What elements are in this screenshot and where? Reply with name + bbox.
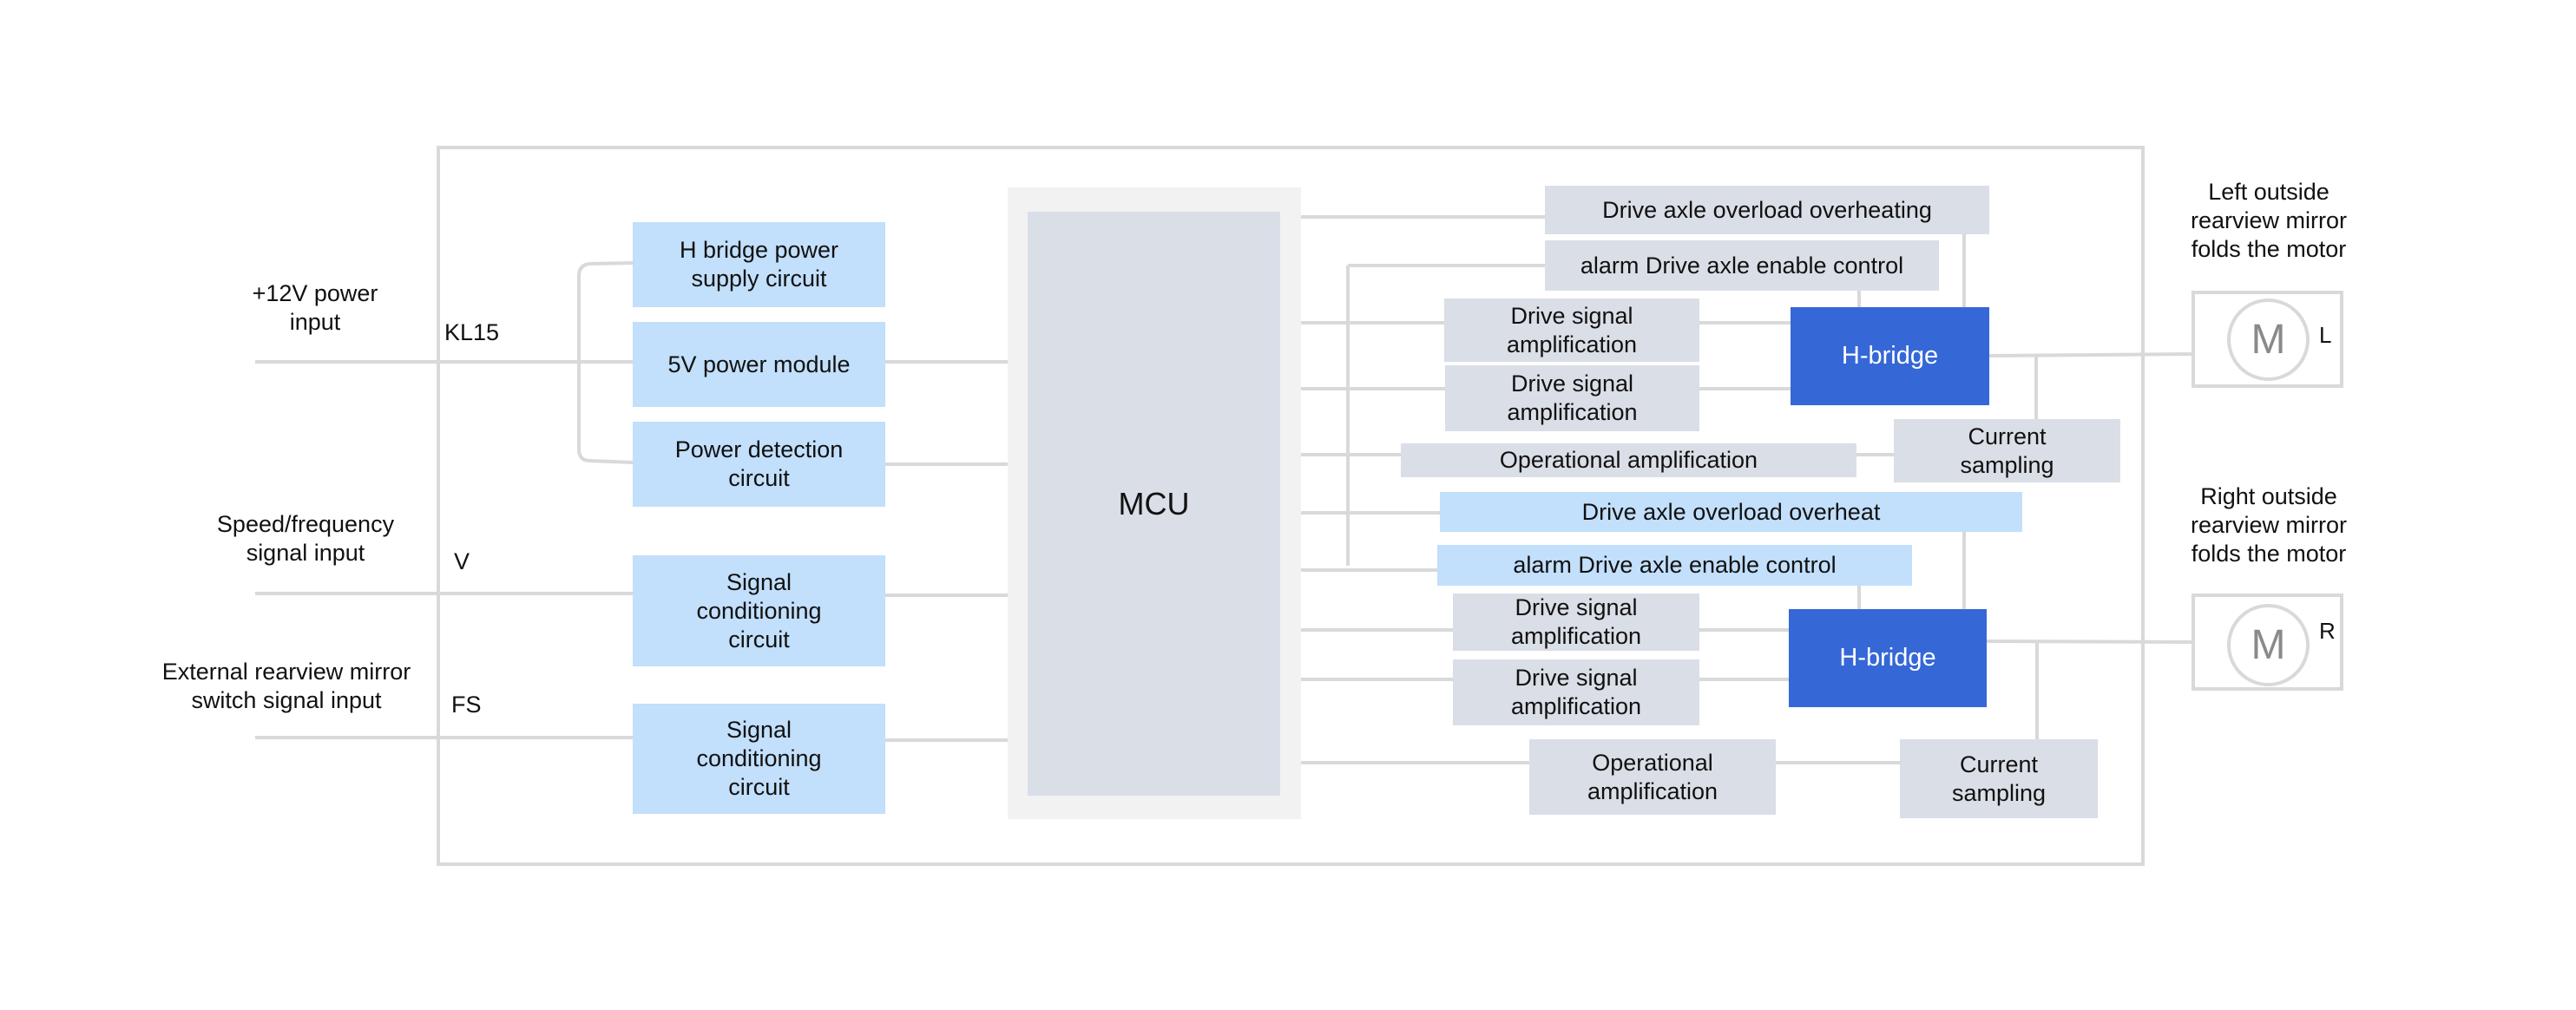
drive-amp-block-left-1: Drive signal amplification [1444, 298, 1699, 362]
power-bracket [577, 261, 634, 464]
motor-right: M R [2192, 594, 2343, 691]
drive-amp-block-right-2: Drive signal amplification [1453, 659, 1699, 725]
opamp-block-left: Operational amplification [1401, 443, 1856, 477]
pin-label-fs: FS [451, 692, 482, 718]
signal-conditioning-block-speed: Signal conditioning circuit [633, 555, 885, 666]
overload-overheat-block-right: Drive axle overload overheat [1440, 492, 2022, 532]
motor-title-right: Right outside rearview mirror folds the … [2190, 483, 2348, 567]
drive-amp-block-left-2: Drive signal amplification [1445, 365, 1699, 431]
motor-side-label-right: R [2319, 618, 2336, 644]
pin-label-v: V [454, 548, 470, 574]
motor-left: M L [2192, 291, 2343, 388]
signal-conditioning-block-switch: Signal conditioning circuit [633, 704, 885, 814]
5v-power-module-block: 5V power module [633, 322, 885, 407]
input-label-12v: +12V power input [252, 280, 378, 335]
controller-boundary [437, 146, 2145, 866]
overload-overheating-block-left: Drive axle overload overheating [1545, 186, 1989, 234]
motor-side-label-left: L [2319, 322, 2332, 348]
hbridge-power-supply-block: H bridge power supply circuit [633, 222, 885, 307]
wire-hb1-motor [1988, 352, 2192, 357]
motor-icon: M [2227, 604, 2310, 686]
power-detection-block: Power detection circuit [633, 422, 885, 507]
hbridge-block-right: H-bridge [1789, 609, 1987, 707]
opamp-block-right: Operational amplification [1529, 739, 1776, 815]
enable-control-block-right: alarm Drive axle enable control [1437, 545, 1912, 586]
input-label-speed: Speed/frequency signal input [216, 511, 395, 566]
hbridge-block-left: H-bridge [1791, 307, 1989, 405]
pin-label-kl15: KL15 [444, 319, 500, 345]
input-label-switch: External rearview mirror switch signal i… [161, 659, 411, 713]
motor-title-left: Left outside rearview mirror folds the m… [2190, 179, 2348, 262]
mcu-block: MCU [1028, 212, 1280, 796]
current-sampling-block-left: Current sampling [1894, 419, 2120, 482]
drive-amp-block-right-1: Drive signal amplification [1453, 594, 1699, 651]
wire-hb2-motor [1986, 639, 2192, 644]
current-sampling-block-right: Current sampling [1900, 739, 2098, 818]
motor-icon: M [2227, 298, 2310, 381]
enable-control-block-left: alarm Drive axle enable control [1545, 240, 1939, 291]
